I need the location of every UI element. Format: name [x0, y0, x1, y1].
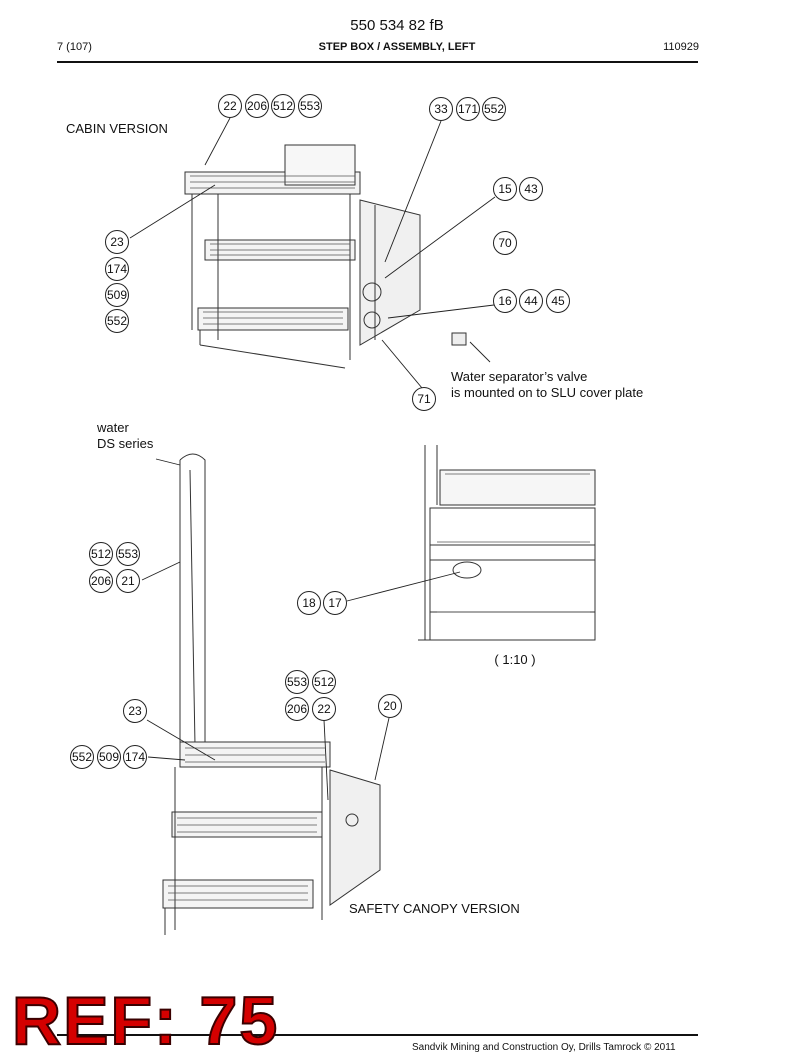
canopy-version-label: SAFETY CANOPY VERSION	[349, 901, 520, 916]
callout-bubble: 174	[123, 745, 147, 769]
callout-bubble: 512	[312, 670, 336, 694]
callout-bubble: 15	[493, 177, 517, 201]
valve-note-line1: Water separator’s valve	[451, 369, 588, 384]
callout-bubble: 20	[378, 694, 402, 718]
callout-bubble: 512	[89, 542, 113, 566]
callout-bubble: 17	[323, 591, 347, 615]
detail-view-drawing	[418, 445, 596, 641]
callout-bubble: 22	[218, 94, 242, 118]
copyright-notice: Sandvik Mining and Construction Oy, Dril…	[412, 1042, 676, 1053]
ds-series-label: DS series	[97, 436, 154, 451]
page-title: STEP BOX / ASSEMBLY, LEFT	[318, 41, 476, 53]
callout-bubble: 71	[412, 387, 436, 411]
callout-bubble: 171	[456, 97, 480, 121]
water-label: water	[97, 420, 129, 435]
callout-bubble: 16	[493, 289, 517, 313]
footer-divider	[57, 1034, 698, 1036]
callout-bubble: 206	[89, 569, 113, 593]
callout-bubble: 22	[312, 697, 336, 721]
reference-stamp: REF: 75	[11, 982, 280, 1060]
callout-bubble: 553	[298, 94, 322, 118]
revision-date: 110929	[663, 41, 699, 53]
callout-bubble: 21	[116, 569, 140, 593]
callout-bubble: 552	[70, 745, 94, 769]
callout-bubble: 33	[429, 97, 453, 121]
cabin-step-box-drawing	[184, 144, 467, 369]
callout-bubble: 45	[546, 289, 570, 313]
callout-bubble: 509	[97, 745, 121, 769]
callout-bubble: 509	[105, 283, 129, 307]
callout-bubble: 70	[493, 231, 517, 255]
scale-label: ( 1:10 )	[494, 652, 536, 667]
canopy-step-box-drawing	[162, 453, 381, 935]
cabin-version-label: CABIN VERSION	[66, 121, 168, 136]
callout-bubble: 553	[285, 670, 309, 694]
callout-bubble: 206	[245, 94, 269, 118]
callout-bubble: 553	[116, 542, 140, 566]
callout-bubble: 552	[482, 97, 506, 121]
callout-bubble: 552	[105, 309, 129, 333]
valve-note-line2: is mounted on to SLU cover plate	[451, 385, 644, 400]
callout-bubble: 43	[519, 177, 543, 201]
header-divider	[57, 61, 698, 63]
callout-bubble: 44	[519, 289, 543, 313]
callout-bubble: 174	[105, 257, 129, 281]
callout-bubble: 206	[285, 697, 309, 721]
document-number: 550 534 82 fB	[350, 17, 444, 34]
callout-bubble: 23	[123, 699, 147, 723]
page-number: 7 (107)	[57, 41, 92, 53]
callout-bubble: 512	[271, 94, 295, 118]
callout-bubble: 18	[297, 591, 321, 615]
leader-lines	[129, 117, 496, 801]
callout-bubble: 23	[105, 230, 129, 254]
